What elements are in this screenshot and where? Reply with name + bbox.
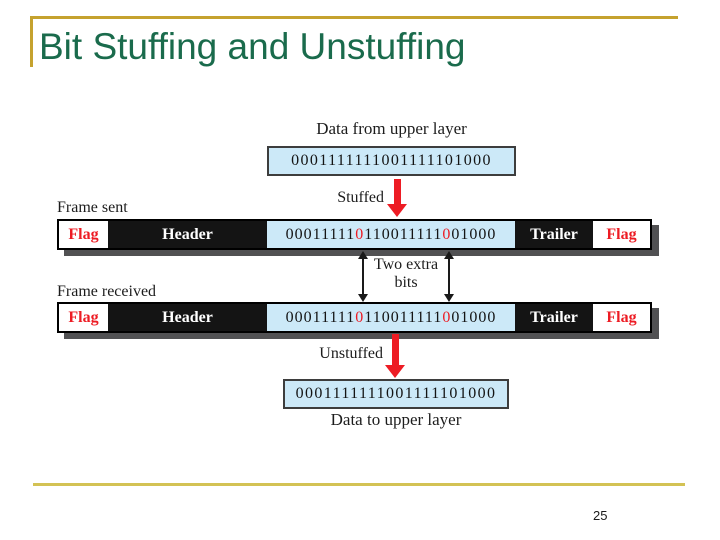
arrow-head [387,204,407,217]
slide-title: Bit Stuffing and Unstuffing [39,26,466,67]
two-extra-bits-line1: Two extra [373,256,439,273]
bits-segment: 110011111 [364,308,443,326]
arrow-head [385,365,405,378]
flag-cell: Flag [593,304,650,331]
unstuffed-down-arrow-icon [385,334,405,378]
arrow-head-down [358,294,368,302]
arrow-head-up [444,251,454,259]
bits-segment: 110011111 [364,225,443,243]
original-data-box: 0001111111001111101000 [267,146,516,176]
stuffed-down-arrow-icon [387,179,407,217]
top-accent-line [30,16,678,19]
unstuffed-label: Unstuffed [319,345,383,362]
frame-sent-label: Frame sent [57,199,128,216]
flag-cell: Flag [59,304,108,331]
arrow-head-up [358,251,368,259]
trailer-cell: Trailer [515,304,593,331]
bottom-accent-line [33,483,685,486]
stuffed-bit: 0 [355,225,365,243]
arrow-line [362,259,364,294]
page-number: 25 [593,508,608,523]
two-extra-bits-label: Two extra bits [368,256,444,292]
flag-cell: Flag [593,221,650,248]
extra-bit-arrow-icon [443,251,455,302]
bits-segment: 00011111 [285,225,356,243]
stuffed-label: Stuffed [337,189,384,206]
arrow-shaft [391,334,399,365]
frame-received-label: Frame received [57,283,157,300]
arrow-shaft [393,179,401,204]
two-extra-bits-line2: bits [394,274,418,291]
header-cell: Header [108,221,267,248]
header-cell: Header [108,304,267,331]
extra-bit-arrow-icon [357,251,369,302]
data-from-upper-layer-label: Data from upper layer [316,119,467,138]
trailer-cell: Trailer [515,221,593,248]
bits-segment: 01000 [451,225,497,243]
unstuffed-data-box: 0001111111001111101000 [283,379,509,409]
bits-segment: 00011111 [285,308,356,326]
flag-cell: Flag [59,221,108,248]
data-to-upper-layer-label: Data to upper layer [330,410,462,429]
stuffed-bit: 0 [355,308,365,326]
stuffed-bit: 0 [442,308,452,326]
arrow-line [448,259,450,294]
left-accent-line [30,16,33,67]
stuffed-bit: 0 [442,225,452,243]
bits-segment: 01000 [451,308,497,326]
arrow-head-down [444,294,454,302]
